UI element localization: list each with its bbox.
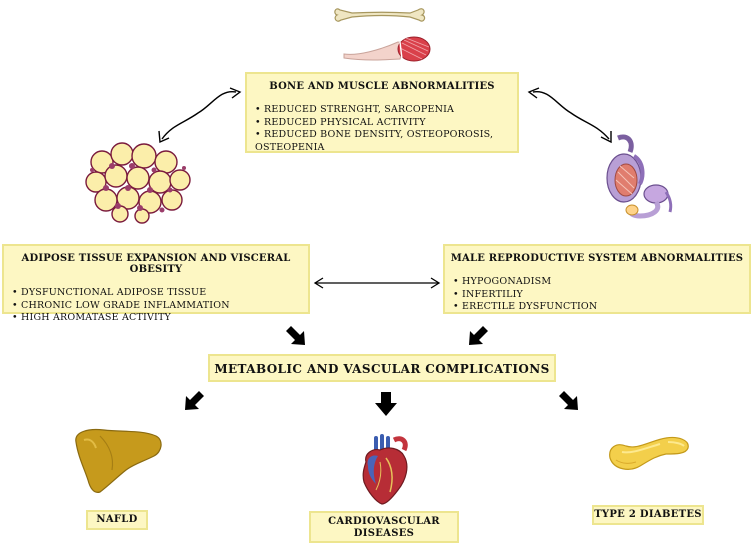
bone-muscle-item: • REDUCED PHYSICAL ACTIVITY [255,116,426,128]
bone-adipose-arrow [158,87,242,144]
cardiovascular-label: CARDIOVASCULAR DISEASES [309,511,459,543]
heart-icon [362,434,408,505]
bone-muscle-title: BONE AND MUSCLE ABNORMALITIES [269,81,495,92]
adipose-male-arrow [313,277,441,289]
type2-diabetes-label: TYPE 2 DIABETES [592,505,704,525]
male-reproductive-item: • INFERTILIY [453,288,524,300]
metabolic-vascular-box: METABOLIC AND VASCULAR COMPLICATIONS [208,354,556,382]
cardiovascular-label-line2: DISEASES [353,528,415,539]
bone-muscle-item: • REDUCED STRENGHT, SARCOPENIA [255,104,455,115]
pancreas-icon [609,436,689,470]
bone-muscle-box: BONE AND MUSCLE ABNORMALITIES • REDUCED … [245,72,519,153]
adipose-box: ADIPOSE TISSUE EXPANSION AND VISCERAL OB… [2,244,310,323]
bone-male-arrow [527,87,612,144]
down-arrow-icon [375,392,397,416]
bone-icon [334,8,426,22]
adipose-item: • HIGH AROMATASE ACTIVITY [12,312,172,323]
cardiovascular-label-line1: CARDIOVASCULAR [328,516,440,527]
male-reproductive-item: • HYPOGONADISM [453,276,552,287]
muscle-icon [343,36,431,62]
bone-muscle-item: OSTEOPENIA [255,141,325,153]
adipose-tissue-icon [85,142,191,224]
adipose-item: • DYSFUNCTIONAL ADIPOSE TISSUE [12,287,207,298]
down-right-arrow-icon [286,326,305,345]
down-left-arrow-icon [469,326,488,345]
male-reproductive-box: MALE REPRODUCTIVE SYSTEM ABNORMALITIES •… [443,244,751,314]
metabolic-vascular-title: METABOLIC AND VASCULAR COMPLICATIONS [214,362,550,376]
bone-muscle-item: • REDUCED BONE DENSITY, OSTEOPOROSIS, [255,129,494,140]
down-left-arrow-icon [185,391,204,410]
testis-icon [606,134,673,219]
liver-icon [75,428,162,493]
type2-diabetes-label-text: TYPE 2 DIABETES [594,509,702,520]
nafld-label: NAFLD [86,510,148,530]
adipose-item: • CHRONIC LOW GRADE INFLAMMATION [12,299,230,311]
down-right-arrow-icon [559,391,578,410]
adipose-title: ADIPOSE TISSUE EXPANSION AND VISCERAL OB… [21,253,291,275]
male-reproductive-item: • ERECTILE DYSFUNCTION [453,301,598,312]
male-reproductive-title: MALE REPRODUCTIVE SYSTEM ABNORMALITIES [450,253,744,264]
nafld-label-text: NAFLD [96,514,138,525]
